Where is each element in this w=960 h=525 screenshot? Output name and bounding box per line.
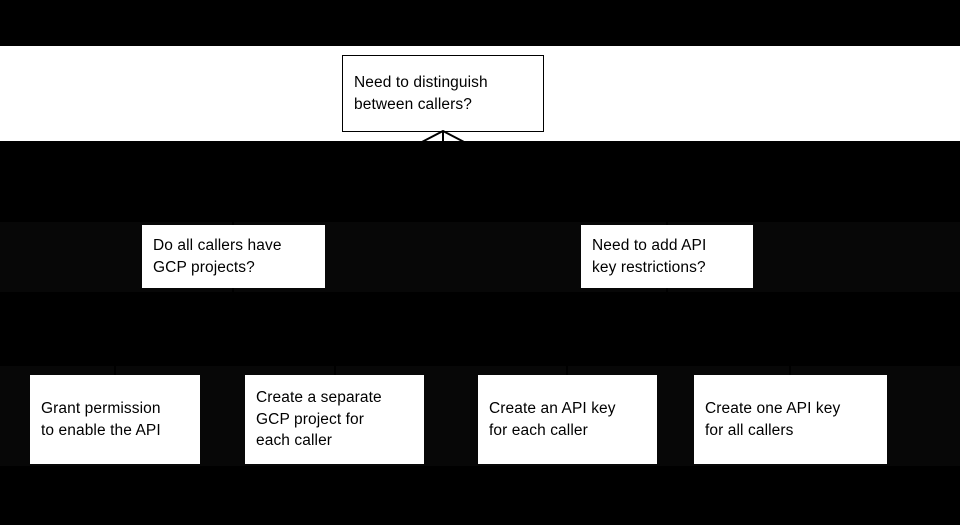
connector-to-separate-project: [334, 320, 336, 375]
connector-gcp-horizontal: [114, 320, 336, 322]
outcome-node-create-one-api-key-all-callers-label: Create one API key for all callers: [705, 400, 841, 439]
outcome-node-grant-permission-to-enable-api[interactable]: Grant permission to enable the API: [30, 375, 200, 464]
connector-to-key-all-callers: [789, 320, 791, 375]
connector-root-trunk: [442, 131, 444, 171]
decision-node-need-to-add-api-key-restrictions[interactable]: Need to add API key restrictions?: [581, 225, 753, 288]
outcome-node-grant-permission-to-enable-api-label: Grant permission to enable the API: [41, 400, 161, 439]
connector-root-horizontal: [232, 171, 654, 173]
decision-node-need-to-add-api-key-restrictions-label: Need to add API key restrictions?: [592, 237, 707, 276]
decision-node-need-to-distinguish-label: Need to distinguish between callers?: [354, 74, 488, 113]
connector-to-gcp-projects: [232, 171, 234, 225]
decision-node-need-to-distinguish[interactable]: Need to distinguish between callers?: [342, 55, 544, 132]
connector-to-grant-permission: [114, 320, 116, 375]
decision-node-do-all-callers-have-gcp-projects-label: Do all callers have GCP projects?: [153, 237, 282, 276]
outcome-node-create-one-api-key-all-callers[interactable]: Create one API key for all callers: [694, 375, 887, 464]
arrowhead-icon: [418, 130, 468, 144]
connector-keyrestrict-trunk: [666, 288, 668, 320]
connector-to-key-restrictions: [666, 171, 668, 225]
outcome-node-create-api-key-each-caller-label: Create an API key for each caller: [489, 400, 616, 439]
decision-node-do-all-callers-have-gcp-projects[interactable]: Do all callers have GCP projects?: [142, 225, 325, 288]
connector-to-key-each-caller: [566, 320, 568, 375]
connector-gcp-trunk: [232, 288, 234, 320]
outcome-node-create-separate-gcp-project-label: Create a separate GCP project for each c…: [256, 389, 382, 450]
outcome-node-create-api-key-each-caller[interactable]: Create an API key for each caller: [478, 375, 657, 464]
connector-keyrestrict-horizontal: [566, 320, 790, 322]
outcome-node-create-separate-gcp-project[interactable]: Create a separate GCP project for each c…: [245, 375, 424, 464]
